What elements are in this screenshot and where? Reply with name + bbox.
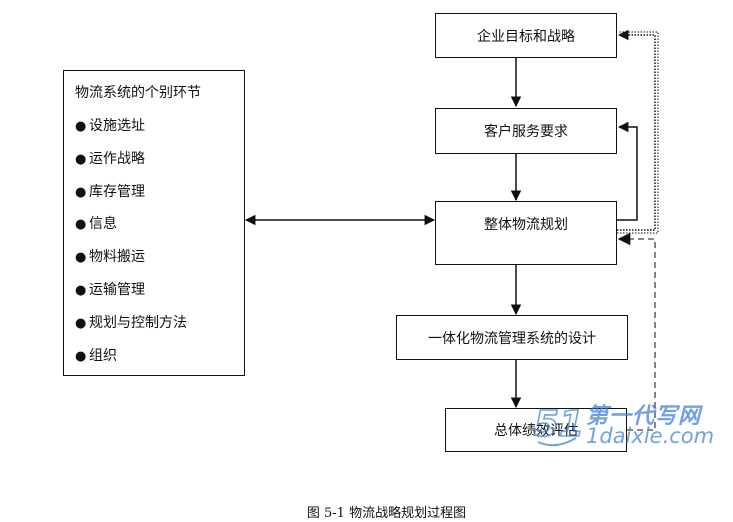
bullet-icon: ● [75, 151, 87, 167]
watermark-url: 1daixie.com [586, 424, 715, 448]
list-item-label: 运作战略 [89, 150, 145, 167]
figure-caption: 图 5-1 物流战略规划过程图 [306, 506, 467, 521]
components-list: ●设施选址 ●运作战略 ●库存管理 ●信息 ●物料搬运 ●运输管理 ●规划与控制… [75, 115, 244, 377]
list-item: ●物料搬运 [75, 246, 244, 279]
list-item: ●规划与控制方法 [75, 312, 244, 345]
customer-service-label: 客户服务要求 [484, 124, 568, 140]
feedback-planning-to-customer [617, 121, 638, 221]
performance-eval-box: 总体绩效评估 [445, 408, 627, 452]
watermark: 51 第一代写网 1daixie.com [528, 396, 728, 452]
overall-planning-box: 整体物流规划 [435, 201, 617, 265]
bullet-icon: ● [75, 184, 87, 200]
list-item-label: 信息 [89, 216, 117, 233]
bullet-icon: ● [75, 282, 87, 298]
logistics-components-panel: 物流系统的个别环节 ●设施选址 ●运作战略 ●库存管理 ●信息 ●物料搬运 ●运… [63, 70, 245, 376]
list-item: ●信息 [75, 213, 244, 246]
integrated-system-label: 一体化物流管理系统的设计 [428, 330, 596, 347]
feedback-performance-to-planning [617, 232, 656, 431]
customer-service-box: 客户服务要求 [435, 108, 617, 154]
feedback-planning-to-goals [617, 29, 656, 231]
bullet-icon: ● [75, 315, 87, 331]
overall-planning-label: 整体物流规划 [484, 217, 568, 233]
goals-strategy-box: 企业目标和战略 [435, 13, 617, 58]
list-item: ●库存管理 [75, 181, 244, 214]
bullet-icon: ● [75, 119, 87, 134]
integrated-system-box: 一体化物流管理系统的设计 [396, 315, 628, 360]
panel-title: 物流系统的个别环节 [75, 85, 201, 101]
goals-strategy-label: 企业目标和战略 [477, 28, 575, 45]
performance-eval-label: 总体绩效评估 [494, 423, 578, 439]
list-item-label: 运输管理 [89, 281, 145, 298]
list-item: ●运输管理 [75, 279, 244, 312]
bullet-icon: ● [75, 348, 87, 364]
list-item-label: 设施选址 [89, 118, 145, 134]
bullet-icon: ● [75, 217, 87, 233]
list-item-label: 规划与控制方法 [89, 314, 187, 331]
list-item: ●组织 [75, 345, 244, 378]
list-item: ●设施选址 [75, 115, 244, 148]
watermark-logo-icon: 51 [533, 403, 585, 447]
bullet-icon: ● [75, 250, 87, 266]
list-item-label: 库存管理 [89, 183, 145, 200]
list-item-label: 物料搬运 [89, 249, 145, 266]
list-item-label: 组织 [89, 347, 117, 364]
list-item: ●运作战略 [75, 148, 244, 181]
watermark-text: 第一代写网 [586, 404, 702, 429]
